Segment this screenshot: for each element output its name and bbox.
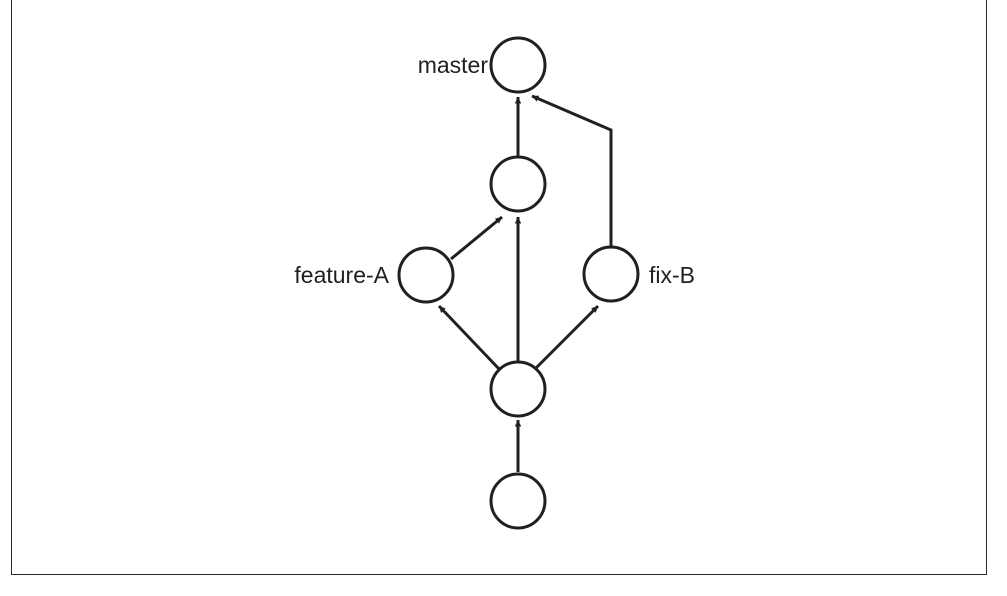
commit-feature-a [397,246,455,304]
commit-root [489,472,547,530]
commit-fix-b [582,245,640,303]
commit-master [489,36,547,94]
edge-base-to-feature-a [437,304,502,372]
commits [397,36,640,530]
label-master: master [418,52,489,78]
edge-base-to-fix-b [532,304,600,372]
labels: master feature-A fix-B [294,52,695,288]
commit-merge-1 [489,155,547,213]
label-feature-a: feature-A [294,262,389,288]
commit-base [489,360,547,418]
edges [437,94,613,472]
edge-fix-b-to-master [531,94,613,247]
figure-frame [11,0,987,575]
edge-feature-a-to-merge-1 [450,215,503,261]
label-fix-b: fix-B [649,262,695,288]
